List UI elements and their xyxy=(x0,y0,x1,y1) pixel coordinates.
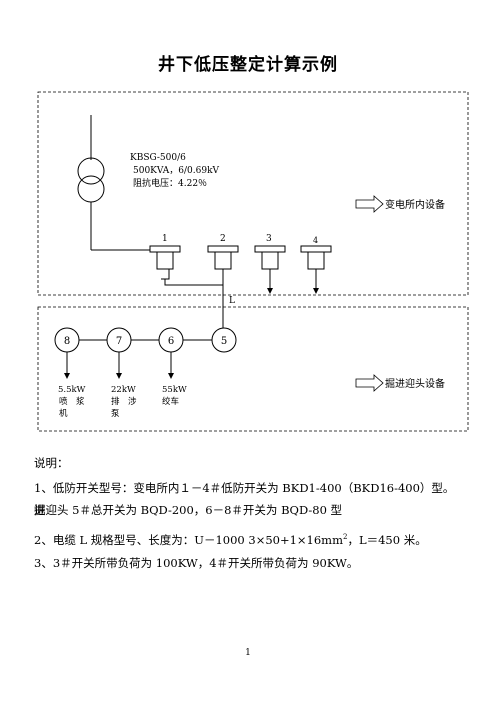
transformer-impedance: 阻抗电压：4.22％ xyxy=(133,177,207,189)
load-8-name-b: 机 xyxy=(59,408,68,419)
switch-2-body xyxy=(214,251,232,270)
switch-number-2: 2 xyxy=(220,234,226,244)
heading-arrow-icon xyxy=(355,374,384,392)
note-2-tail: ，L＝450 米。 xyxy=(347,532,427,547)
substation-zone-border xyxy=(37,91,469,296)
heading-zone-border xyxy=(37,306,469,432)
switch-number-3: 3 xyxy=(266,234,272,244)
load-8-power: 5.5kW xyxy=(58,385,86,395)
load-8-name-a: 喷 浆 xyxy=(59,396,85,407)
load-7-name-b: 泵 xyxy=(111,409,120,419)
switch-1-busbar xyxy=(149,245,181,253)
switch-number-1: 1 xyxy=(162,234,168,244)
switch-5-circle xyxy=(211,327,237,353)
load-7-name-a: 排 涉 xyxy=(111,396,137,407)
transformer-model: KBSG-500/6 xyxy=(130,153,186,163)
note-1-line-2: 进迎头 5＃总开关为 BQD-200，6－8＃开关为 BQD-80 型 xyxy=(34,503,343,517)
switch-3-body xyxy=(261,251,279,270)
note-2-text: 2、电缆 L 规格型号、长度为：U－1000 3×50+1×16mm xyxy=(34,532,343,547)
switch-1-body xyxy=(156,251,174,270)
cable-label: L xyxy=(229,296,235,306)
transformer-secondary-winding xyxy=(77,175,105,203)
load-7-power: 22kW xyxy=(111,385,136,395)
load-6-power: 55kW xyxy=(162,385,187,395)
switch-2-busbar xyxy=(207,245,239,253)
page-title: 井下低压整定计算示例 xyxy=(158,55,338,75)
switch-4-busbar xyxy=(300,245,332,253)
note-2-superscript: 2 xyxy=(343,533,348,541)
note-3: 3、3＃开关所带负荷为 100KW，4＃开关所带负荷为 90KW。 xyxy=(34,556,359,570)
switch-1-outlet xyxy=(161,268,170,280)
note-1-line-1: 1、低防开关型号：变电所内１－4＃低防开关为 BKD1-400（BKD16-40… xyxy=(34,481,455,517)
switch-3-busbar xyxy=(254,245,286,253)
transformer-rating: 500KVA，6/0.69kV xyxy=(133,166,220,176)
switch-4-body xyxy=(307,251,325,270)
switch-number-8: 8 xyxy=(64,336,70,347)
switch-number-5: 5 xyxy=(221,336,227,347)
page-number: 1 xyxy=(245,648,251,658)
note-2: 2、电缆 L 规格型号、长度为：U－1000 3×50+1×16mm2，L＝45… xyxy=(34,526,464,551)
transformer-primary-winding xyxy=(77,157,105,185)
switch-number-6: 6 xyxy=(168,336,174,347)
switch-1-2-link xyxy=(164,279,224,286)
switch-number-7: 7 xyxy=(116,336,122,347)
substation-label: 变电所内设备 xyxy=(385,198,445,211)
switch-number-4: 4 xyxy=(313,236,318,245)
heading-label: 掘进迎头设备 xyxy=(385,377,445,390)
substation-arrow-icon xyxy=(355,195,384,213)
notes-heading: 说明： xyxy=(34,456,69,470)
load-6-name-a: 绞车 xyxy=(162,396,179,407)
